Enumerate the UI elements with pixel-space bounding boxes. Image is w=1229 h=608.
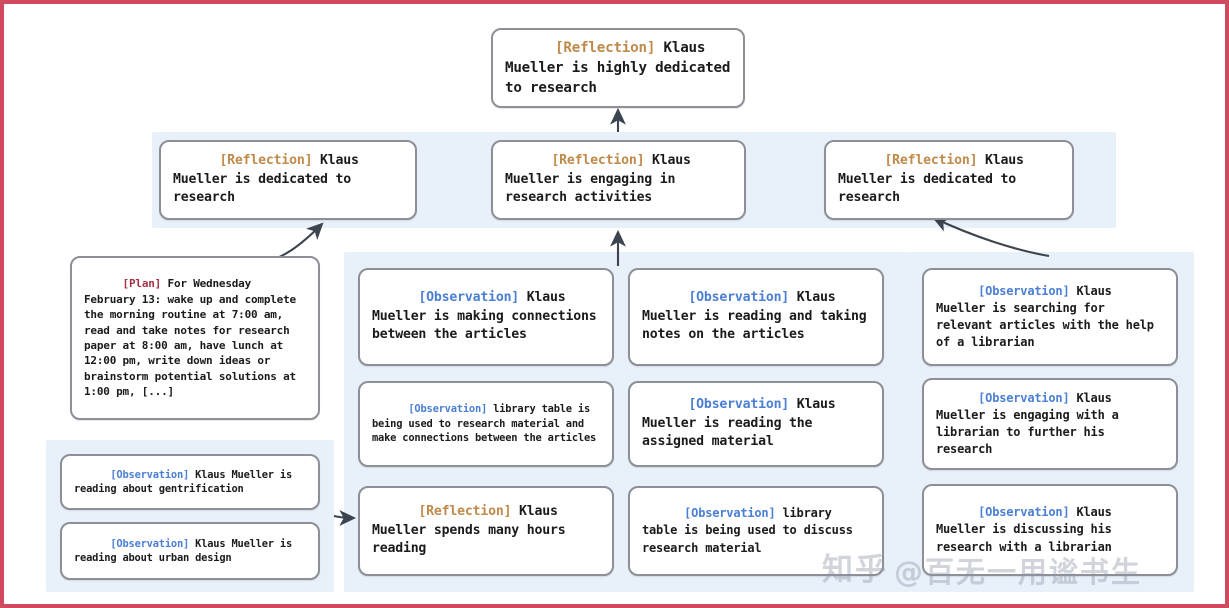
node-plan-text: [Plan] For Wednesday February 13: wake u… bbox=[72, 261, 318, 415]
node-observation-bl2-text: [Observation] Klaus Mueller is reading a… bbox=[62, 522, 318, 579]
node-col4-3-text: [Observation] Klaus Mueller is discussin… bbox=[924, 487, 1176, 572]
node-tag-reflection: [Reflection] bbox=[884, 152, 978, 168]
node-observation-bottom-left-1[interactable]: [Observation] Klaus Mueller is reading a… bbox=[60, 454, 320, 510]
node-col3-observation-1[interactable]: [Observation] Klaus Mueller is reading a… bbox=[628, 268, 884, 366]
node-body-text: Klaus Mueller is highly dedicated to res… bbox=[505, 39, 739, 97]
node-body-text: Klaus Mueller spends many hours reading bbox=[372, 503, 574, 557]
node-col2-observation-2[interactable]: [Observation] library table is being use… bbox=[358, 381, 614, 467]
node-tag-observation: [Observation] bbox=[978, 390, 1070, 405]
node-body-text: Klaus Mueller is reading and taking note… bbox=[642, 289, 875, 343]
node-col4-observation-3[interactable]: [Observation] Klaus Mueller is discussin… bbox=[922, 484, 1178, 576]
node-root-text: [Reflection] Klaus Mueller is highly ded… bbox=[493, 18, 743, 119]
node-body-text: Klaus Mueller is reading the assigned ma… bbox=[642, 396, 844, 450]
node-reflection-mid[interactable]: [Reflection] Klaus Mueller is engaging i… bbox=[491, 140, 746, 220]
node-tag-observation: [Observation] bbox=[978, 505, 1070, 520]
node-body-text: Klaus Mueller is reading about urban des… bbox=[74, 537, 299, 564]
node-plan[interactable]: [Plan] For Wednesday February 13: wake u… bbox=[70, 256, 320, 420]
node-reflection-mid-text: [Reflection] Klaus Mueller is engaging i… bbox=[493, 133, 744, 227]
node-body-text: For Wednesday February 13: wake up and c… bbox=[84, 277, 303, 399]
node-col2-1-text: [Observation] Klaus Mueller is making co… bbox=[360, 270, 612, 364]
node-tag-observation: [Observation] bbox=[688, 396, 790, 412]
node-col2-3-text: [Reflection] Klaus Mueller spends many h… bbox=[360, 484, 612, 578]
node-observation-bottom-left-2[interactable]: [Observation] Klaus Mueller is reading a… bbox=[60, 522, 320, 580]
node-tag-reflection: [Reflection] bbox=[551, 152, 645, 168]
node-body-text: Klaus Mueller is searching for relevant … bbox=[936, 283, 1161, 350]
node-col4-1-text: [Observation] Klaus Mueller is searching… bbox=[924, 266, 1176, 368]
node-reflection-left-text: [Reflection] Klaus Mueller is dedicated … bbox=[161, 133, 415, 227]
node-tag-observation: [Observation] bbox=[408, 403, 488, 416]
node-body-text: library table is being used to research … bbox=[372, 403, 597, 445]
node-col4-2-text: [Observation] Klaus Mueller is engaging … bbox=[924, 373, 1176, 475]
node-tag-reflection: [Reflection] bbox=[219, 152, 313, 168]
node-tag-plan: [Plan] bbox=[122, 277, 162, 291]
node-col2-observation-1[interactable]: [Observation] Klaus Mueller is making co… bbox=[358, 268, 614, 366]
node-col3-observation-3[interactable]: [Observation] library table is being use… bbox=[628, 486, 884, 576]
node-col3-2-text: [Observation] Klaus Mueller is reading t… bbox=[630, 377, 882, 471]
node-tag-observation: [Observation] bbox=[110, 537, 190, 550]
node-body-text: Klaus Mueller is dedicated to research bbox=[173, 152, 367, 206]
node-tag-reflection: [Reflection] bbox=[555, 39, 656, 56]
node-body-text: Klaus Mueller is making connections betw… bbox=[372, 289, 605, 343]
node-observation-bl1-text: [Observation] Klaus Mueller is reading a… bbox=[62, 453, 318, 510]
node-col3-1-text: [Observation] Klaus Mueller is reading a… bbox=[630, 270, 882, 364]
node-body-text: Klaus Mueller is dedicated to research bbox=[838, 152, 1032, 206]
node-tag-observation: [Observation] bbox=[978, 283, 1070, 298]
node-root-reflection[interactable]: [Reflection] Klaus Mueller is highly ded… bbox=[491, 28, 745, 108]
node-body-text: Klaus Mueller is discussing his research… bbox=[936, 505, 1119, 554]
node-col4-observation-2[interactable]: [Observation] Klaus Mueller is engaging … bbox=[922, 378, 1178, 470]
node-col2-reflection-3[interactable]: [Reflection] Klaus Mueller spends many h… bbox=[358, 486, 614, 576]
node-tag-reflection: [Reflection] bbox=[418, 503, 512, 519]
node-tag-observation: [Observation] bbox=[684, 506, 776, 521]
node-col3-3-text: [Observation] library table is being use… bbox=[630, 488, 882, 573]
node-body-text: library table is being used to discuss r… bbox=[642, 506, 860, 555]
node-body-text: Klaus Mueller is engaging with a librari… bbox=[936, 390, 1126, 457]
node-body-text: Klaus Mueller is reading about gentrific… bbox=[74, 468, 299, 495]
node-reflection-left[interactable]: [Reflection] Klaus Mueller is dedicated … bbox=[159, 140, 417, 220]
node-body-text: Klaus Mueller is engaging in research ac… bbox=[505, 152, 699, 206]
node-tag-observation: [Observation] bbox=[688, 289, 790, 305]
node-tag-observation: [Observation] bbox=[418, 289, 520, 305]
node-reflection-right-text: [Reflection] Klaus Mueller is dedicated … bbox=[826, 133, 1072, 227]
node-col3-observation-2[interactable]: [Observation] Klaus Mueller is reading t… bbox=[628, 381, 884, 467]
node-reflection-right[interactable]: [Reflection] Klaus Mueller is dedicated … bbox=[824, 140, 1074, 220]
node-col4-observation-1[interactable]: [Observation] Klaus Mueller is searching… bbox=[922, 268, 1178, 366]
node-col2-2-text: [Observation] library table is being use… bbox=[360, 388, 612, 460]
node-tag-observation: [Observation] bbox=[110, 468, 190, 481]
